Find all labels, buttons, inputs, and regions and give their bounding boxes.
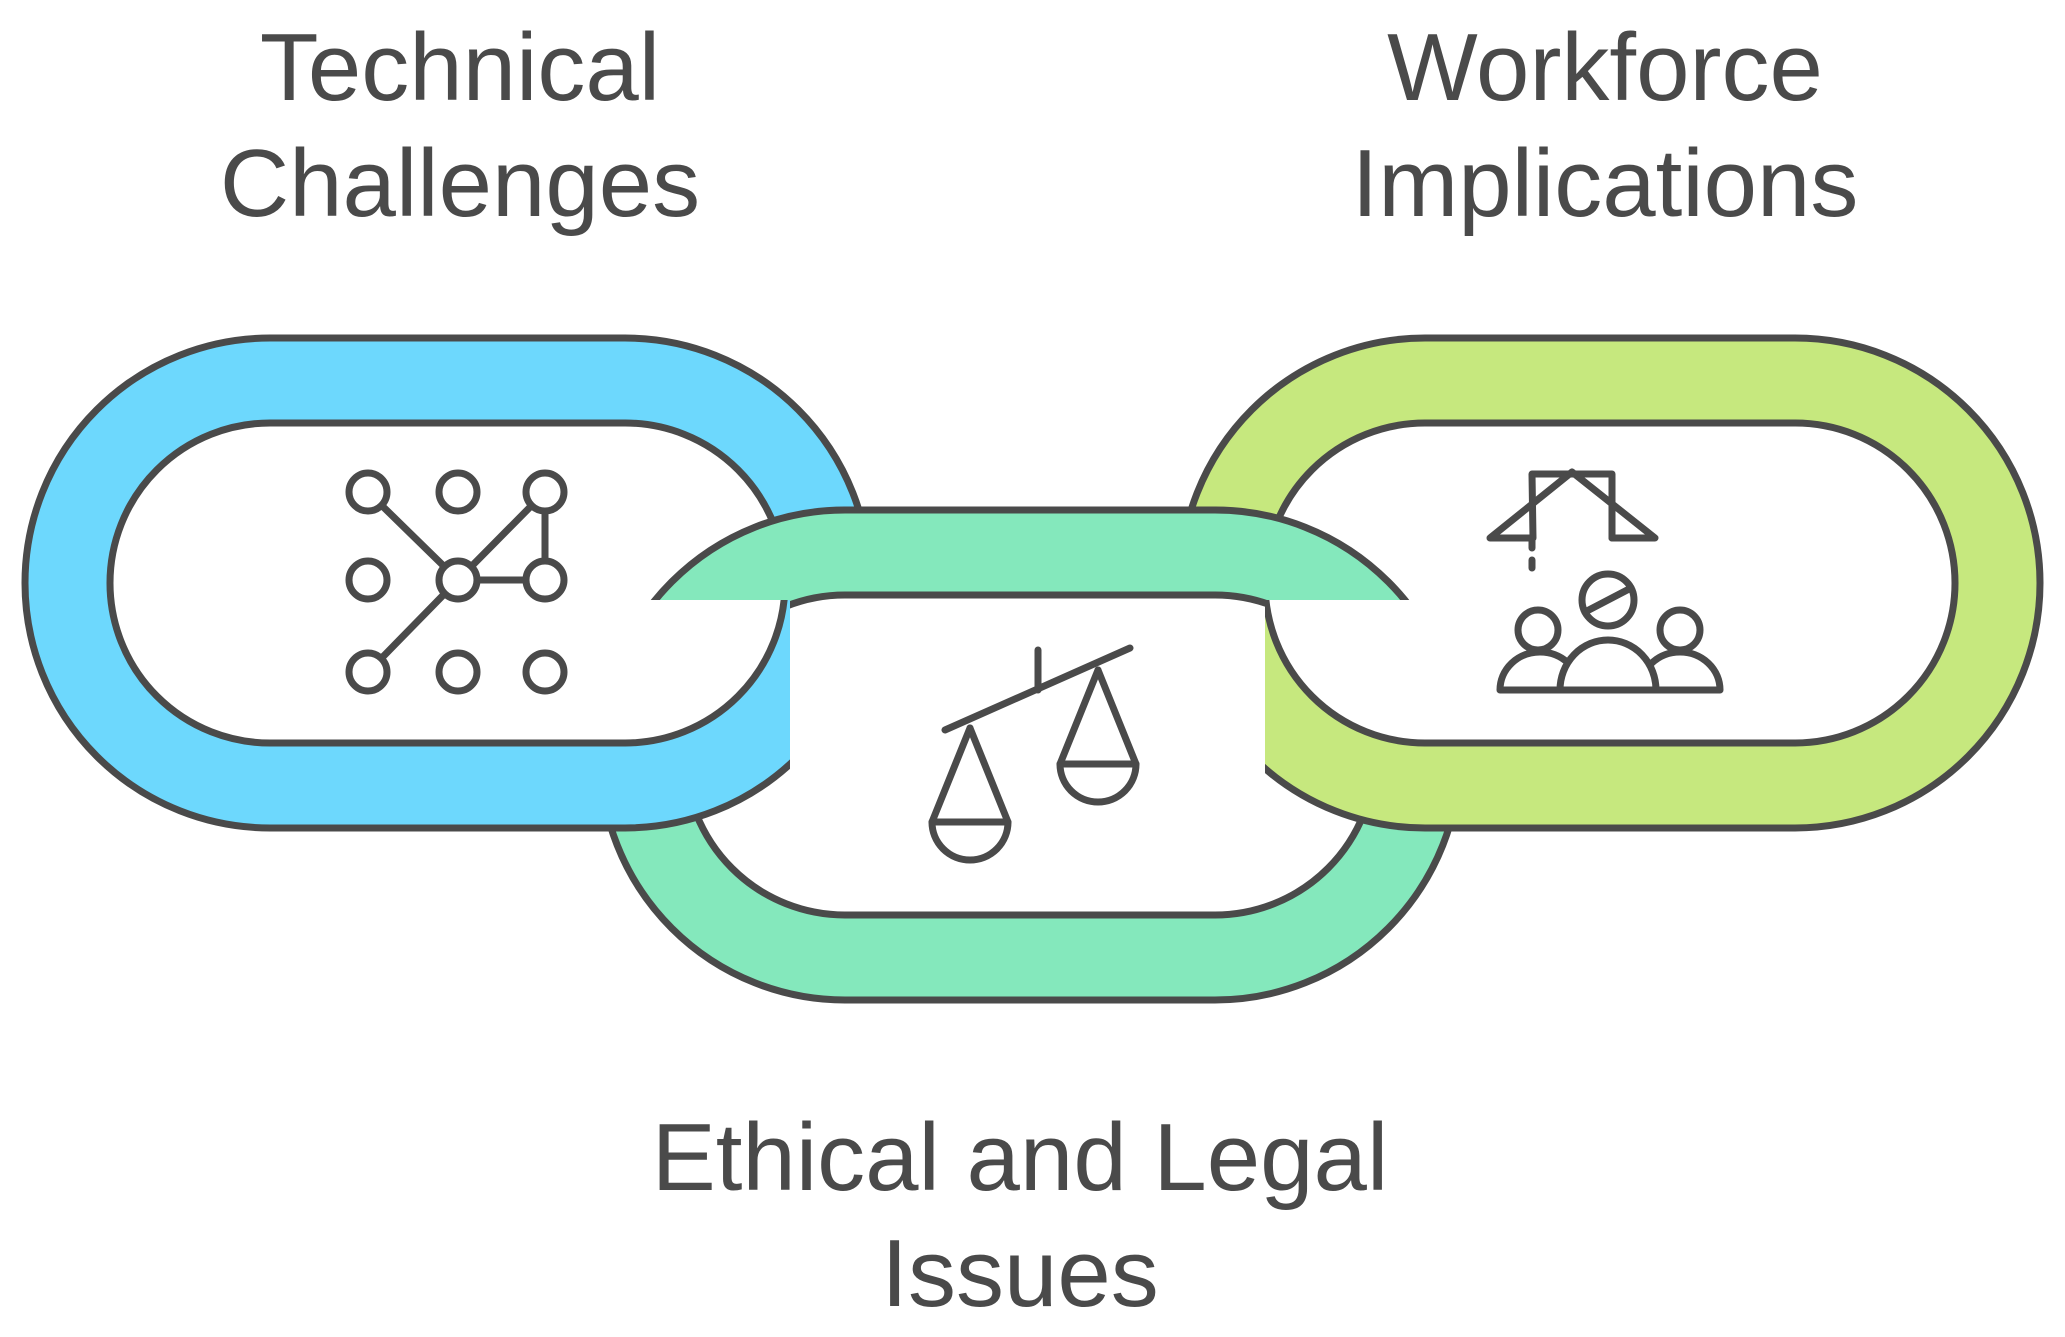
workforce-label-line2: Implications [1351, 130, 1859, 237]
technical-label-line1: Technical [259, 14, 661, 121]
ethical-label-line2: Issues [881, 1220, 1159, 1327]
balance-scale-icon [928, 644, 1140, 864]
ethical-legal-issues-label: Ethical and Legal Issues [620, 1100, 1420, 1332]
technical-label-line2: Challenges [219, 130, 701, 237]
technical-link-front-segment [590, 600, 790, 832]
network-nodes-icon [345, 469, 568, 695]
workforce-link-front-segment [1265, 600, 1465, 832]
technical-challenges-label: Technical Challenges [160, 10, 760, 242]
ethical-label-line1: Ethical and Legal [651, 1104, 1389, 1211]
workforce-implications-label: Workforce Implications [1305, 10, 1905, 242]
workforce-label-line1: Workforce [1387, 14, 1823, 121]
team-growth-icon [1486, 468, 1724, 694]
